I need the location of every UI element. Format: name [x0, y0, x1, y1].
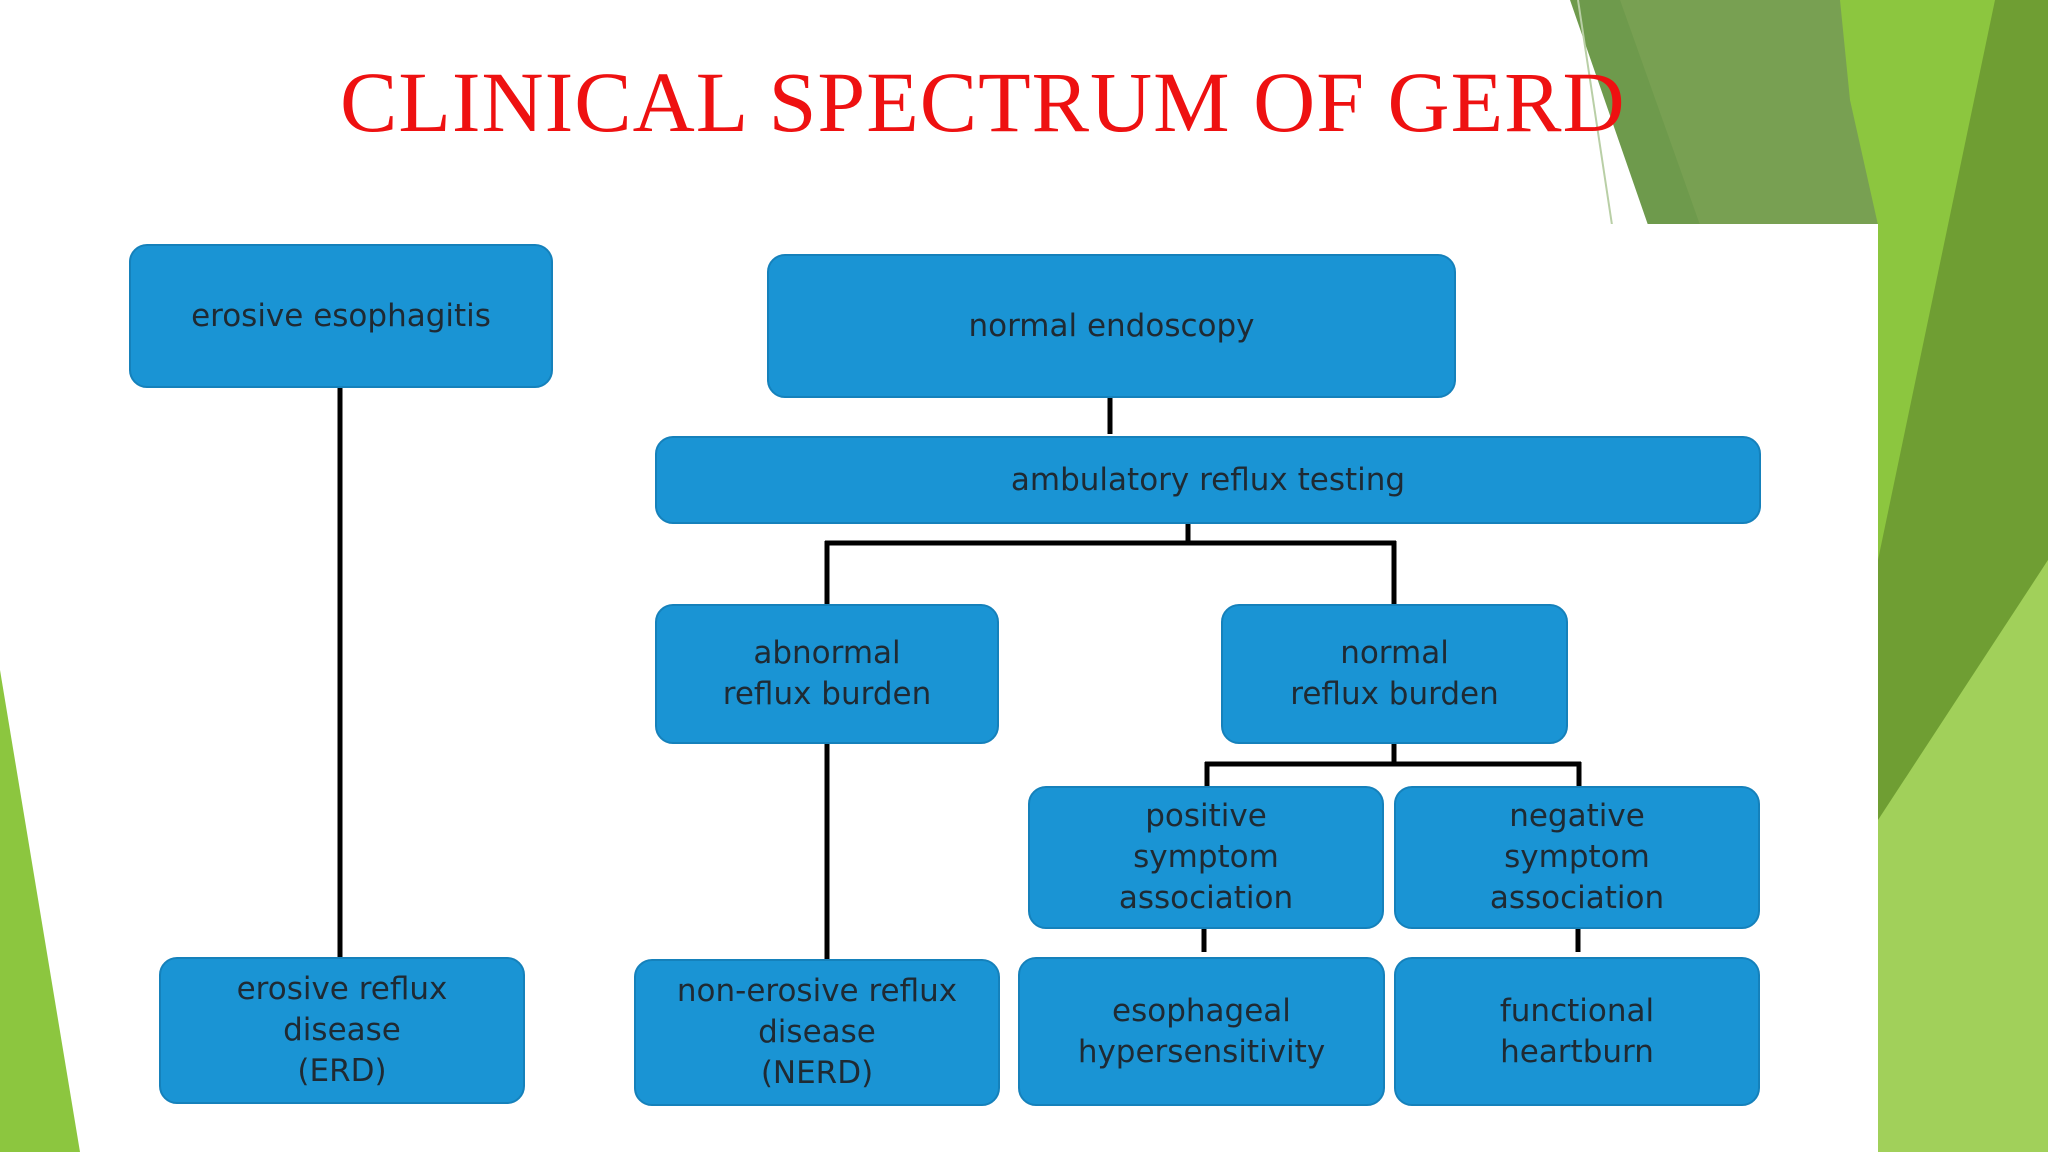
node-abnormal-reflux-burden: abnormal reflux burden — [655, 604, 999, 744]
green-band-right-dark — [1878, 0, 2048, 820]
node-normal-endoscopy: normal endoscopy — [767, 254, 1456, 398]
green-band-edge-line — [1577, 0, 1613, 226]
green-band-left — [0, 670, 80, 1152]
node-negative-symptom-association: negative symptom association — [1394, 786, 1760, 929]
node-erosive-reflux-disease: erosive reflux disease (ERD) — [159, 957, 525, 1104]
node-esophageal-hypersensitivity: esophageal hypersensitivity — [1018, 957, 1385, 1106]
node-positive-symptom-association: positive symptom association — [1028, 786, 1384, 929]
green-band-olive — [1620, 0, 1880, 225]
node-normal-reflux-burden: normal reflux burden — [1221, 604, 1568, 744]
node-ambulatory-reflux-testing: ambulatory reflux testing — [655, 436, 1761, 524]
flowchart: erosive esophagitis normal endoscopy amb… — [80, 224, 1878, 1152]
green-band-right-light — [1878, 560, 2048, 1152]
node-non-erosive-reflux-disease: non-erosive reflux disease (NERD) — [634, 959, 1000, 1106]
connector-lines — [337, 388, 1582, 959]
node-erosive-esophagitis: erosive esophagitis — [129, 244, 553, 388]
slide-title: CLINICAL SPECTRUM OF GERD — [340, 54, 1626, 150]
node-functional-heartburn: functional heartburn — [1394, 957, 1760, 1106]
